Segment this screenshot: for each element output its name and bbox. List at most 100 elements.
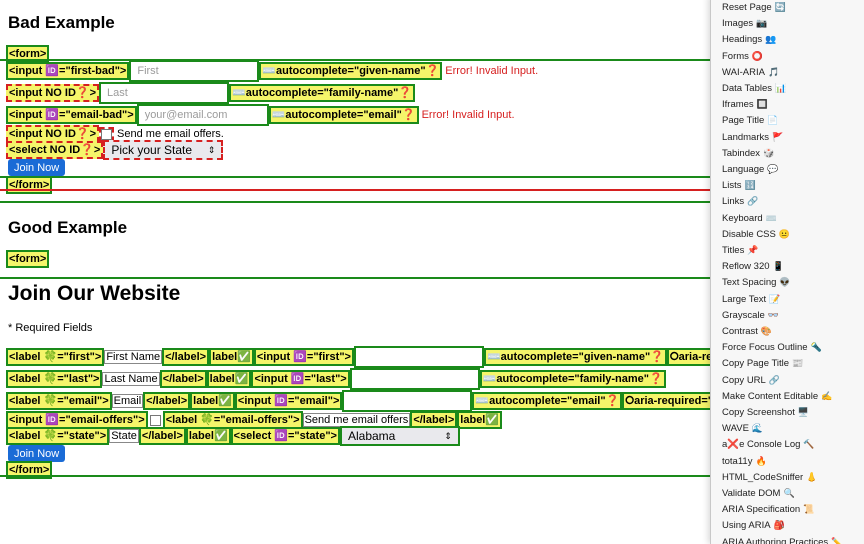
menu-item[interactable]: Reset Page🔄 bbox=[722, 2, 786, 13]
menu-item-icon: ✏️ bbox=[831, 536, 843, 544]
good-example-title: Good Example bbox=[8, 218, 128, 237]
menu-item[interactable]: Copy URL🔗 bbox=[722, 375, 780, 386]
email-input[interactable] bbox=[342, 390, 473, 412]
menu-item-icon: ✍️ bbox=[821, 390, 833, 401]
autocomplete-tag: ⌨️autocomplete="family-name"❓ bbox=[229, 84, 415, 102]
menu-item-icon: 🔥 bbox=[755, 455, 767, 466]
menu-item[interactable]: HTML_CodeSniffer👃 bbox=[722, 472, 817, 483]
menu-item[interactable]: Landmarks🚩 bbox=[722, 132, 783, 143]
last-input[interactable] bbox=[349, 368, 480, 390]
label-ok-tag: label✅ bbox=[206, 370, 252, 388]
first-bad-input[interactable]: First bbox=[129, 60, 260, 82]
menu-item[interactable]: Reflow 320📱 bbox=[722, 261, 784, 272]
label-ok-tag: label✅ bbox=[457, 411, 503, 429]
menu-item-label: ARIA Authoring Practices bbox=[722, 536, 829, 544]
menu-item[interactable]: Images📷 bbox=[722, 18, 767, 29]
input-id-tag: <input 🆔="first"> bbox=[253, 348, 354, 366]
menu-item-icon: 👽 bbox=[779, 277, 791, 288]
menu-item-icon: 🚩 bbox=[772, 131, 784, 142]
offers-checkbox[interactable] bbox=[99, 126, 115, 142]
chevron-updown-icon: ⇕ bbox=[444, 430, 452, 441]
label-close-tag: </label> bbox=[159, 370, 207, 388]
menu-item-label: Reset Page bbox=[722, 2, 772, 13]
menu-item[interactable]: a❌e Console Log🔨 bbox=[722, 439, 815, 450]
menu-item[interactable]: Using ARIA🎒 bbox=[722, 520, 785, 531]
menu-item[interactable]: ARIA Specification📜 bbox=[722, 504, 814, 515]
select-id-tag: <select 🆔="state"> bbox=[230, 427, 340, 445]
menu-item[interactable]: Force Focus Outline🔦 bbox=[722, 342, 822, 353]
select-no-id-tag: <select NO ID❓> bbox=[6, 141, 104, 159]
join-heading: Join Our Website bbox=[8, 282, 181, 305]
menu-item-icon: 📝 bbox=[769, 293, 781, 304]
autocomplete-tag: ⌨️autocomplete="family-name"❓ bbox=[479, 370, 666, 388]
menu-item[interactable]: Links🔗 bbox=[722, 196, 758, 207]
first-input[interactable] bbox=[353, 346, 484, 368]
menu-item-icon: 👃 bbox=[806, 471, 818, 482]
menu-item[interactable]: Contrast🎨 bbox=[722, 326, 772, 337]
menu-item-label: HTML_CodeSniffer bbox=[722, 471, 804, 483]
menu-item[interactable]: Copy Page Title📰 bbox=[722, 358, 803, 369]
offers-checkbox[interactable] bbox=[149, 414, 161, 426]
bad-row-state: <select NO ID❓> Pick your State ⇕ bbox=[6, 140, 224, 160]
menu-item-label: Using ARIA bbox=[722, 520, 771, 532]
offers-text: Send me email offers. bbox=[117, 128, 224, 140]
menu-item-label: Disable CSS bbox=[722, 228, 776, 240]
menu-item[interactable]: Copy Screenshot🖥️ bbox=[722, 407, 809, 418]
state-select-bad[interactable]: Pick your State ⇕ bbox=[103, 140, 224, 160]
bad-form-close-row: </form> bbox=[6, 175, 53, 195]
menu-item[interactable]: Grayscale👓 bbox=[722, 310, 779, 321]
state-select[interactable]: Alabama ⇕ bbox=[339, 426, 460, 446]
menu-item[interactable]: Lists🔢 bbox=[722, 180, 756, 191]
last-name-label: Last Name bbox=[102, 372, 160, 386]
menu-item-label: Headings bbox=[722, 34, 763, 46]
menu-item[interactable]: Make Content Editable✍️ bbox=[722, 391, 832, 402]
menu-item[interactable]: Titles📌 bbox=[722, 245, 759, 256]
select-value: Pick your State bbox=[111, 143, 193, 157]
menu-item-label: Contrast bbox=[722, 326, 758, 337]
input-id-tag: <input 🆔="email-bad"> bbox=[6, 106, 137, 124]
menu-item-icon: 📷 bbox=[756, 18, 768, 29]
menu-item-icon: 💬 bbox=[767, 164, 779, 174]
menu-item-icon: 🎲 bbox=[763, 147, 775, 158]
menu-item[interactable]: Validate DOM🔍 bbox=[722, 488, 795, 499]
menu-item[interactable]: Data Tables📊 bbox=[722, 83, 786, 94]
menu-item[interactable]: Page Title📄 bbox=[722, 115, 778, 126]
input-no-id-tag: <input NO ID❓> bbox=[6, 84, 100, 102]
required-note: * Required Fields bbox=[8, 322, 93, 334]
autocomplete-tag: ⌨️autocomplete="email"❓ bbox=[268, 106, 419, 124]
form-open-tag: <form> bbox=[6, 250, 50, 268]
menu-item[interactable]: ARIA Authoring Practices✏️ bbox=[722, 537, 842, 544]
join-now-button[interactable]: Join Now bbox=[8, 445, 66, 462]
good-row-email: <label 🍀="email"> Email </label> label✅ … bbox=[6, 390, 742, 412]
menu-item[interactable]: WAVE🌊 bbox=[722, 423, 763, 434]
menu-item[interactable]: Disable CSS😐 bbox=[722, 229, 790, 240]
join-now-button-bad[interactable]: Join Now bbox=[8, 159, 66, 176]
menu-item[interactable]: Headings👥 bbox=[722, 34, 776, 45]
menu-item[interactable]: Keyboard⌨️ bbox=[722, 213, 777, 224]
form-outline-bottom bbox=[0, 176, 864, 178]
last-bad-input[interactable]: Last bbox=[99, 82, 230, 104]
menu-item-label: Make Content Editable bbox=[722, 390, 819, 402]
first-name-label: First Name bbox=[104, 350, 163, 364]
menu-item-label: WAI-ARIA bbox=[722, 66, 765, 78]
menu-item-icon: 🎨 bbox=[760, 326, 773, 336]
menu-item-label: Page Title bbox=[722, 115, 765, 127]
good-form-close-row: </form> bbox=[6, 460, 53, 480]
menu-item-label: Copy Screenshot bbox=[722, 407, 795, 418]
menu-item[interactable]: Language💬 bbox=[722, 164, 779, 175]
menu-item[interactable]: Iframes🔲 bbox=[722, 99, 768, 110]
menu-item-label: Validate DOM bbox=[722, 488, 781, 499]
menu-item[interactable]: tota11y🔥 bbox=[722, 456, 767, 467]
menu-item[interactable]: Text Spacing👽 bbox=[722, 277, 791, 288]
email-bad-input[interactable]: your@email.com bbox=[136, 104, 269, 126]
menu-item[interactable]: Forms⭕ bbox=[722, 51, 763, 62]
label-close-tag: </label> bbox=[138, 427, 186, 445]
menu-item-icon: 🌊 bbox=[751, 423, 764, 434]
menu-item[interactable]: Large Text📝 bbox=[722, 294, 780, 305]
menu-item-icon: 👥 bbox=[765, 34, 777, 45]
section-divider bbox=[0, 201, 864, 203]
menu-item-icon: 📱 bbox=[772, 261, 784, 272]
menu-item[interactable]: Tabindex🎲 bbox=[722, 148, 774, 159]
menu-item[interactable]: WAI-ARIA🎵 bbox=[722, 67, 779, 78]
menu-item-label: Tabindex bbox=[722, 147, 761, 159]
